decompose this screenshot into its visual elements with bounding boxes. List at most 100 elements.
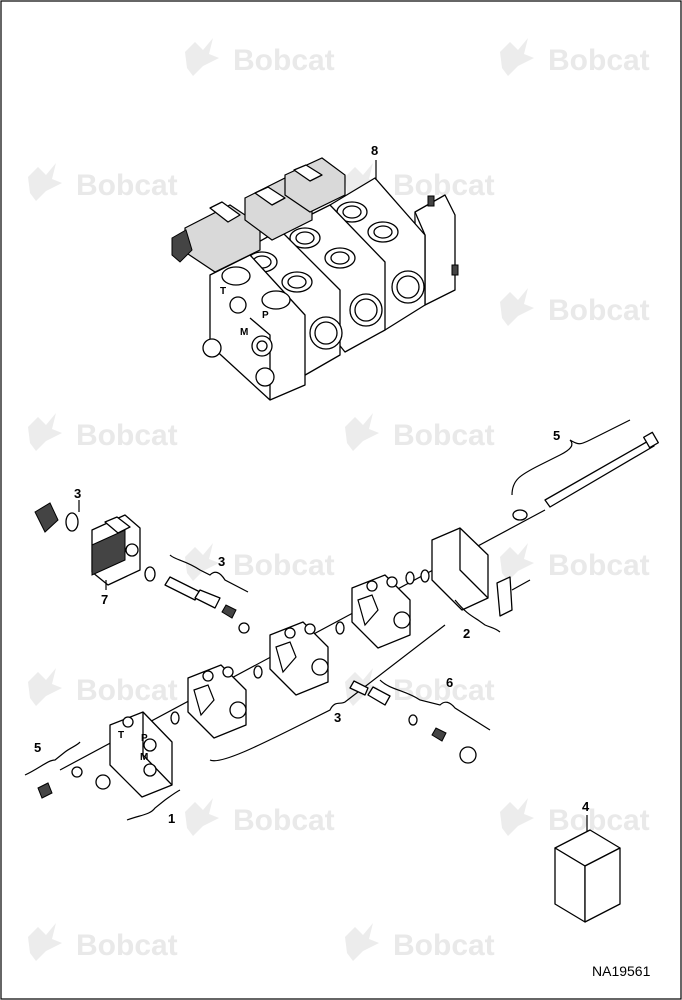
port-circle [330, 251, 350, 265]
cartridge-body [164, 576, 201, 601]
bobcat-logo-icon [345, 923, 379, 961]
lower-cartridge-set [349, 680, 477, 764]
port-label-pressure: P [262, 310, 269, 321]
bobcat-logo-icon [28, 413, 62, 451]
cartridge-spring [221, 604, 237, 619]
callout-4: 4 [582, 799, 590, 814]
assembled-valve: T P M [171, 157, 459, 401]
cartridge-cap [354, 298, 378, 322]
port-hole [393, 611, 411, 629]
section-body [187, 664, 247, 739]
tie-rod-upper [512, 431, 659, 521]
tie-rod-nut [643, 431, 659, 449]
o-ring [253, 665, 263, 679]
watermark: Bobcat [185, 798, 335, 837]
port-label-pressure: P [141, 733, 148, 744]
watermark: Bobcat [28, 923, 178, 962]
tie-rod-lower [37, 766, 83, 799]
gauge-port [143, 763, 157, 777]
callout-7: 7 [101, 592, 108, 607]
tie-rod [544, 439, 655, 508]
nut [37, 782, 53, 799]
port-circle [373, 225, 393, 239]
bobcat-logo-icon [185, 543, 219, 581]
port-circle [261, 290, 291, 310]
cartridge-cap [314, 321, 338, 345]
bracket-5-lower [24, 741, 81, 776]
o-ring [405, 571, 415, 585]
bobcat-logo-icon [28, 163, 62, 201]
callout-2: 2 [463, 626, 470, 641]
gauge-port [256, 340, 268, 352]
svg-text:Bobcat: Bobcat [76, 929, 178, 962]
callout-3-top: 3 [74, 486, 81, 501]
svg-text:Bobcat: Bobcat [393, 929, 495, 962]
section-body [269, 621, 329, 696]
svg-text:Bobcat: Bobcat [76, 169, 178, 202]
cartridge-cap [396, 275, 420, 299]
coil-nut [171, 229, 193, 263]
inlet-edge [142, 712, 173, 786]
watermark: Bobcat [500, 288, 650, 327]
solenoid-coil [91, 514, 141, 586]
fitting-hex [367, 686, 391, 706]
spring [431, 727, 447, 742]
valve-section [351, 574, 411, 649]
coil-nut-set [34, 502, 79, 533]
bobcat-logo-icon [185, 798, 219, 836]
watermark: Bobcat [500, 798, 650, 837]
coil-connector [254, 186, 286, 206]
port-hole [386, 576, 398, 588]
callout-6: 3 [334, 710, 341, 725]
port-hole [122, 716, 134, 728]
section-body [351, 574, 411, 649]
end-plate [405, 527, 531, 617]
bobcat-logo-icon [28, 923, 62, 961]
port-label-tank: T [118, 730, 124, 741]
fitting-plug [255, 367, 275, 387]
cartridge-set [144, 566, 250, 634]
fitting [349, 680, 369, 696]
port-label-tank: T [220, 286, 226, 297]
port-hole [311, 658, 329, 676]
box-right [584, 847, 621, 923]
section-face [357, 594, 379, 627]
watermark: Bobcat [28, 163, 178, 202]
o-ring [420, 569, 430, 583]
bracket-5-upper [511, 419, 631, 496]
fitting-plug [95, 774, 111, 790]
washer [512, 509, 528, 521]
bobcat-logo-icon [500, 38, 534, 76]
port-circle [295, 231, 315, 245]
watermark: Bobcat [500, 543, 650, 582]
svg-text:Bobcat: Bobcat [233, 549, 335, 582]
svg-text:Bobcat: Bobcat [548, 44, 650, 77]
watermark: Bobcat [185, 543, 335, 582]
coil-connector [209, 201, 241, 223]
watermark: Bobcat [28, 413, 178, 452]
port-hole [202, 670, 214, 682]
fitting-plug [202, 338, 222, 358]
port-circle [342, 205, 362, 219]
o-ring [335, 621, 345, 635]
svg-text:Bobcat: Bobcat [76, 419, 178, 452]
coil-connector [104, 516, 131, 534]
fitting-plug [229, 296, 247, 314]
end-plate-nut [451, 264, 459, 276]
bracket-6 [209, 624, 446, 762]
o-ring [408, 714, 418, 726]
port-hole [304, 623, 316, 635]
port-hole [222, 666, 234, 678]
end-plate-gasket [496, 576, 513, 617]
coil-nut [34, 502, 59, 533]
callout-5-lower: 5 [34, 740, 41, 755]
watermark: Bobcat [345, 923, 495, 962]
drawing-code: NA19561 [592, 963, 651, 979]
bobcat-logo-icon [500, 543, 534, 581]
coil-bore [125, 543, 139, 557]
bobcat-logo-icon [28, 668, 62, 706]
svg-text:Bobcat: Bobcat [233, 44, 335, 77]
port-hole [284, 627, 296, 639]
